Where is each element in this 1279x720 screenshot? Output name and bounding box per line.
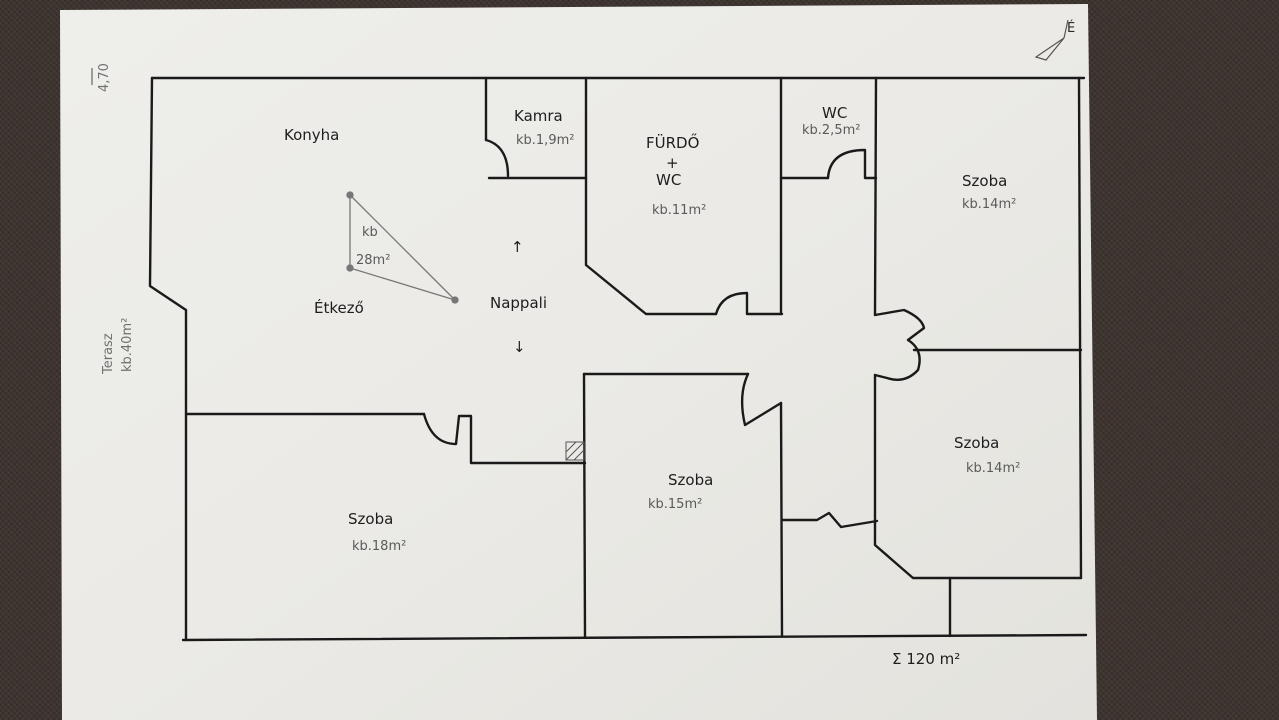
szoba-sw-label: Szoba xyxy=(348,510,393,528)
dimension-label: 4,70 xyxy=(97,63,112,92)
szoba-e-area: kb.14m² xyxy=(966,461,1020,476)
room-c-wall-left xyxy=(582,372,587,639)
room-c-door xyxy=(740,372,783,427)
konyha-label: Konyha xyxy=(284,126,339,144)
terrace-label: Terasz xyxy=(101,333,116,375)
wc-area: kb.2,5m² xyxy=(802,123,860,138)
paper-sheet xyxy=(60,4,1097,720)
wc-door-arc xyxy=(826,148,878,180)
north-arrow-icon xyxy=(1034,19,1069,61)
nappali-label: Nappali xyxy=(490,294,547,312)
arrow-up-icon: ↑ xyxy=(511,238,524,256)
outer-wall-right xyxy=(1077,76,1083,580)
furdo-plus: + xyxy=(666,154,679,172)
kamra-label: Kamra xyxy=(514,107,563,125)
north-letter: É xyxy=(1067,20,1075,36)
szoba-c-area: kb.15m² xyxy=(648,497,702,512)
arrow-down-icon: ↓ xyxy=(513,338,526,356)
szoba-e-label: Szoba xyxy=(954,434,999,452)
szoba-ne-area: kb.14m² xyxy=(962,197,1016,212)
szoba-ne-label: Szoba xyxy=(962,172,1007,190)
szoba-sw-area: kb.18m² xyxy=(352,539,406,554)
pantry-door-arc xyxy=(484,138,510,178)
terrace-area: kb.40m² xyxy=(120,318,135,372)
walls xyxy=(148,76,1088,642)
wc-label: WC xyxy=(822,104,847,122)
outer-wall-left xyxy=(148,76,188,642)
wc-wall-right xyxy=(873,76,878,317)
furdo-area: kb.11m² xyxy=(652,203,706,218)
bathroom-wall-left xyxy=(584,76,718,316)
area-triangle xyxy=(346,191,459,304)
outer-wall-bottom xyxy=(181,633,1088,642)
door-cluster-ne xyxy=(873,308,926,381)
bathroom-door xyxy=(714,291,784,316)
total-area-label: Σ 120 m² xyxy=(892,650,960,668)
etkezo-kb: kb xyxy=(362,225,378,240)
chimney-square xyxy=(565,441,585,461)
room-e-wall-left xyxy=(873,373,1083,580)
etkezo-area: 28m² xyxy=(356,253,390,268)
etkezo-label: Étkező xyxy=(314,298,364,317)
kamra-area: kb.1,9m² xyxy=(516,133,574,148)
hall-partition xyxy=(780,511,879,529)
room-sw-door xyxy=(422,412,587,465)
szoba-c-label: Szoba xyxy=(668,471,713,489)
furdo-label: FÜRDŐ xyxy=(646,132,699,152)
furdo-wc-label: WC xyxy=(656,171,681,189)
